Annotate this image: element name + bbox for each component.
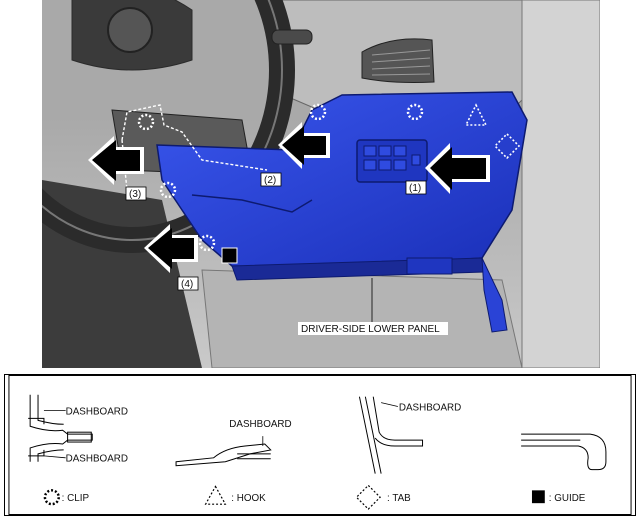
clip-key-label: : CLIP [62,493,90,504]
hook-fig-label: DASHBOARD [229,419,291,430]
callout-2-box [260,172,282,187]
callout-4: (4) [181,279,193,290]
driver-side-lower-panel [156,91,528,269]
tab-marker [493,132,521,160]
panel-bracket [481,257,508,333]
switch-buttons [363,145,421,171]
clip-fig-top-label: DASHBOARD [66,406,128,417]
clip-marker [137,113,155,131]
clip-marker [159,181,177,199]
legend-box: DASHBOARD DASHBOARD DASHBOARD DASHBOARD … [4,374,636,516]
guide-marker [221,247,238,264]
tab-fig-label: DASHBOARD [399,402,461,413]
panel-label-box [298,322,448,335]
hook-key-label: : HOOK [231,493,266,504]
callout-1-box [405,180,427,195]
arrow-2 [278,122,330,169]
clip-marker [309,103,327,121]
arrow-4 [144,224,198,273]
tab-symbol-icon [355,484,381,510]
clip-marker [406,103,424,121]
callout-4-box [177,276,199,291]
floor-area [201,269,523,368]
guide-cross-section [521,433,607,471]
callout-3-box [125,186,147,201]
guide-key-label: : GUIDE [549,493,586,504]
arrow-3 [88,136,144,185]
hook-cross-section [175,443,272,467]
panel-inner-edge [191,194,313,213]
vent-slats [371,49,431,76]
tab-cross-section [358,396,424,474]
steering-wheel [42,0,295,253]
arrow-1 [425,143,490,194]
hook-marker [464,103,488,126]
lower-switch-cutout [406,257,453,275]
stalk-lever [271,29,313,45]
callout-2: (2) [264,175,276,186]
clip-cross-section [28,394,93,462]
callout-3: (3) [129,189,141,200]
panel-label: DRIVER-SIDE LOWER PANEL [301,324,440,335]
right-pillar [521,0,600,368]
clip-marker [198,234,216,252]
callout-1: (1) [409,183,421,194]
guide-symbol-icon [531,490,545,504]
clip-fig-bottom-label: DASHBOARD [66,454,128,465]
hidden-section-outline [121,104,268,171]
tab-key-label: : TAB [387,493,411,504]
removal-illustration: (1) (2) (3) (4) DRIVER-SIDE LOWER PANEL [42,0,600,368]
